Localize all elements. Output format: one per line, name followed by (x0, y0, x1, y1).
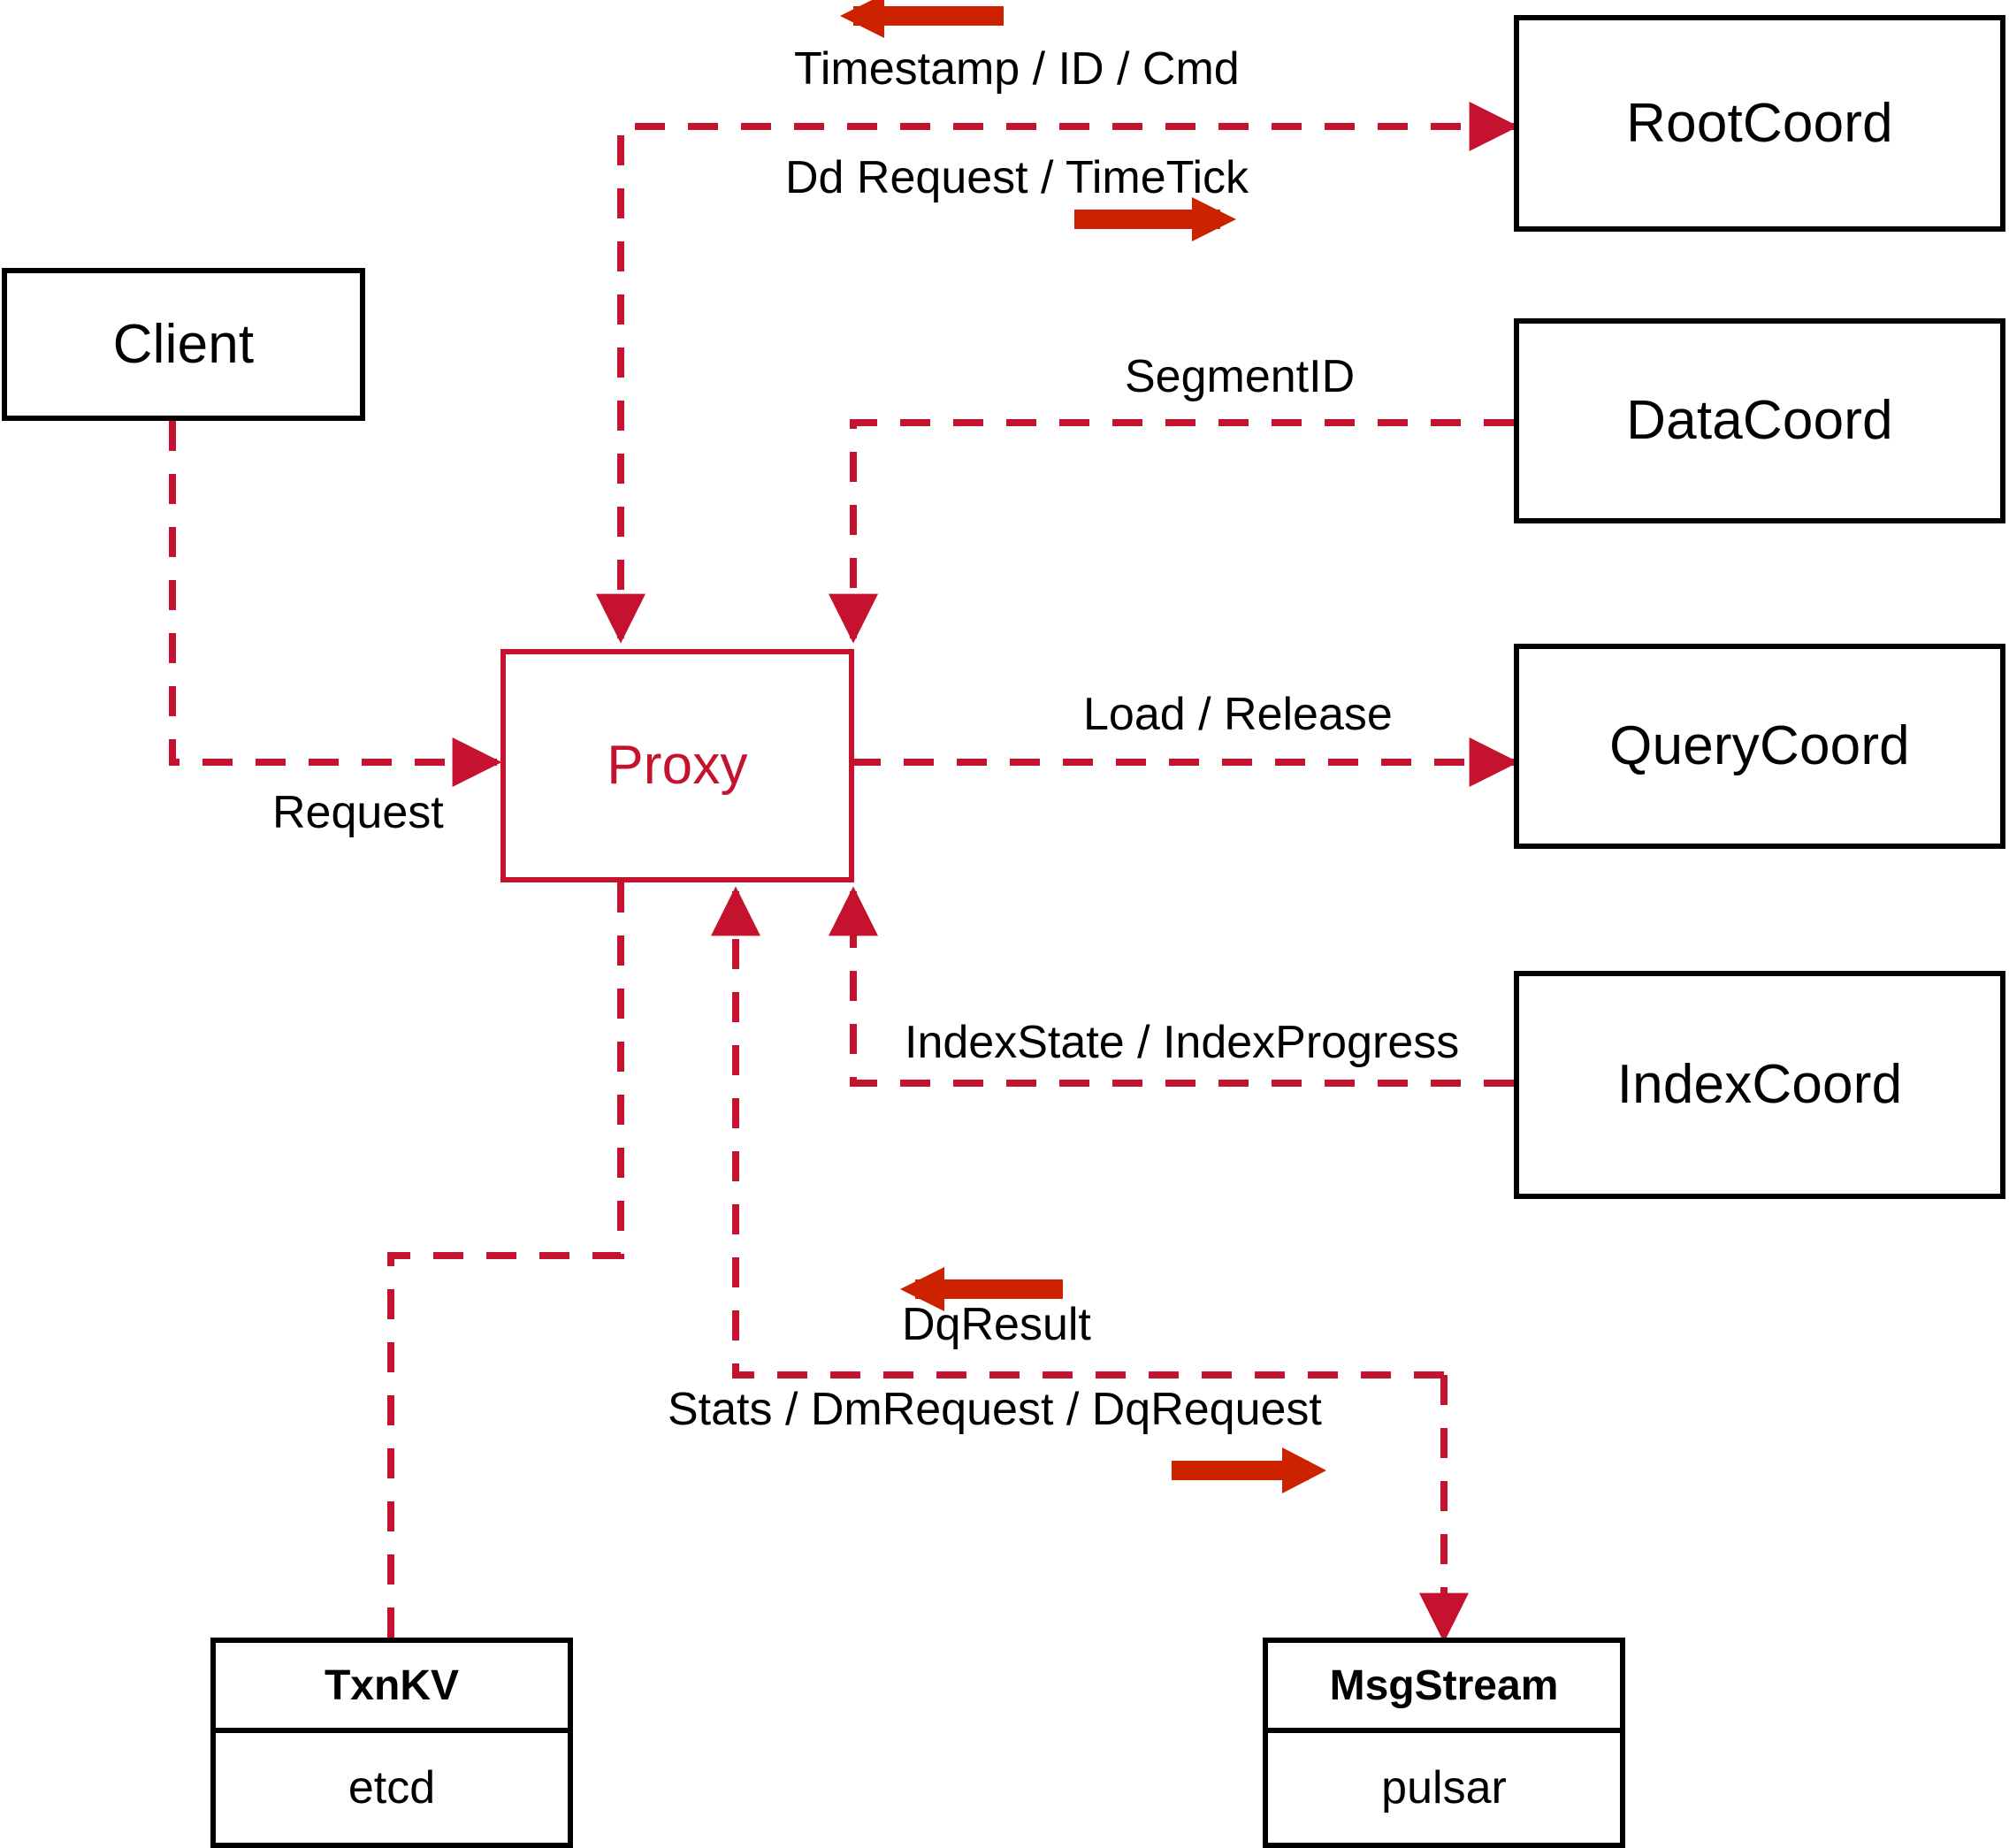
node-proxy-label: Proxy (607, 735, 748, 796)
edge-label-index-state-progress: IndexState / IndexProgress (905, 1017, 1460, 1068)
node-querycoord-label: QueryCoord (1609, 715, 1910, 776)
node-datacoord-label: DataCoord (1626, 390, 1893, 451)
node-msgstream-body-label: pulsar (1381, 1762, 1507, 1814)
node-msgstream-header: MsgStream (1268, 1643, 1620, 1733)
node-msgstream-body: pulsar (1268, 1733, 1620, 1843)
node-querycoord[interactable]: QueryCoord (1514, 644, 2005, 849)
node-proxy[interactable]: Proxy (500, 649, 854, 882)
edge-label-stats-dm-dq-request: Stats / DmRequest / DqRequest (668, 1384, 1322, 1435)
node-indexcoord-label: IndexCoord (1616, 1054, 1903, 1115)
connector-msgstream-to-proxy (711, 886, 1444, 1378)
direction-arrow-dqrequest (1172, 1447, 1326, 1493)
node-datacoord[interactable]: DataCoord (1514, 318, 2005, 523)
edge-label-dd-request-timetick: Dd Request / TimeTick (785, 152, 1249, 203)
connector-indexcoord-to-proxy (829, 886, 1514, 1087)
connector-client-to-proxy (169, 421, 502, 787)
direction-arrow-timestamp (840, 0, 1004, 38)
direction-arrow-dqresult (900, 1267, 1063, 1311)
edge-label-dq-result: DqResult (902, 1299, 1091, 1350)
edge-label-load-release: Load / Release (1083, 689, 1393, 740)
node-msgstream-header-label: MsgStream (1329, 1661, 1559, 1709)
node-rootcoord-label: RootCoord (1626, 92, 1893, 154)
connector-proxy-to-rootcoord (596, 102, 1519, 644)
edge-label-request: Request (272, 787, 444, 838)
node-txnkv-body: etcd (216, 1733, 568, 1843)
node-txnkv-header: TxnKV (216, 1643, 568, 1733)
node-txnkv[interactable]: TxnKV etcd (210, 1638, 573, 1848)
node-txnkv-header-label: TxnKV (324, 1661, 459, 1709)
edge-label-timestamp-id-cmd: Timestamp / ID / Cmd (794, 43, 1240, 95)
node-rootcoord[interactable]: RootCoord (1514, 15, 2005, 232)
node-indexcoord[interactable]: IndexCoord (1514, 971, 2005, 1199)
connector-proxy-to-txnkv (387, 882, 624, 1638)
node-txnkv-body-label: etcd (348, 1762, 436, 1814)
edge-label-segment-id: SegmentID (1125, 351, 1356, 402)
node-msgstream[interactable]: MsgStream pulsar (1263, 1638, 1625, 1848)
node-client-label: Client (112, 313, 255, 375)
direction-arrow-ddrequest (1074, 197, 1236, 241)
connector-datacoord-to-proxy (829, 419, 1514, 644)
node-client[interactable]: Client (2, 268, 365, 421)
